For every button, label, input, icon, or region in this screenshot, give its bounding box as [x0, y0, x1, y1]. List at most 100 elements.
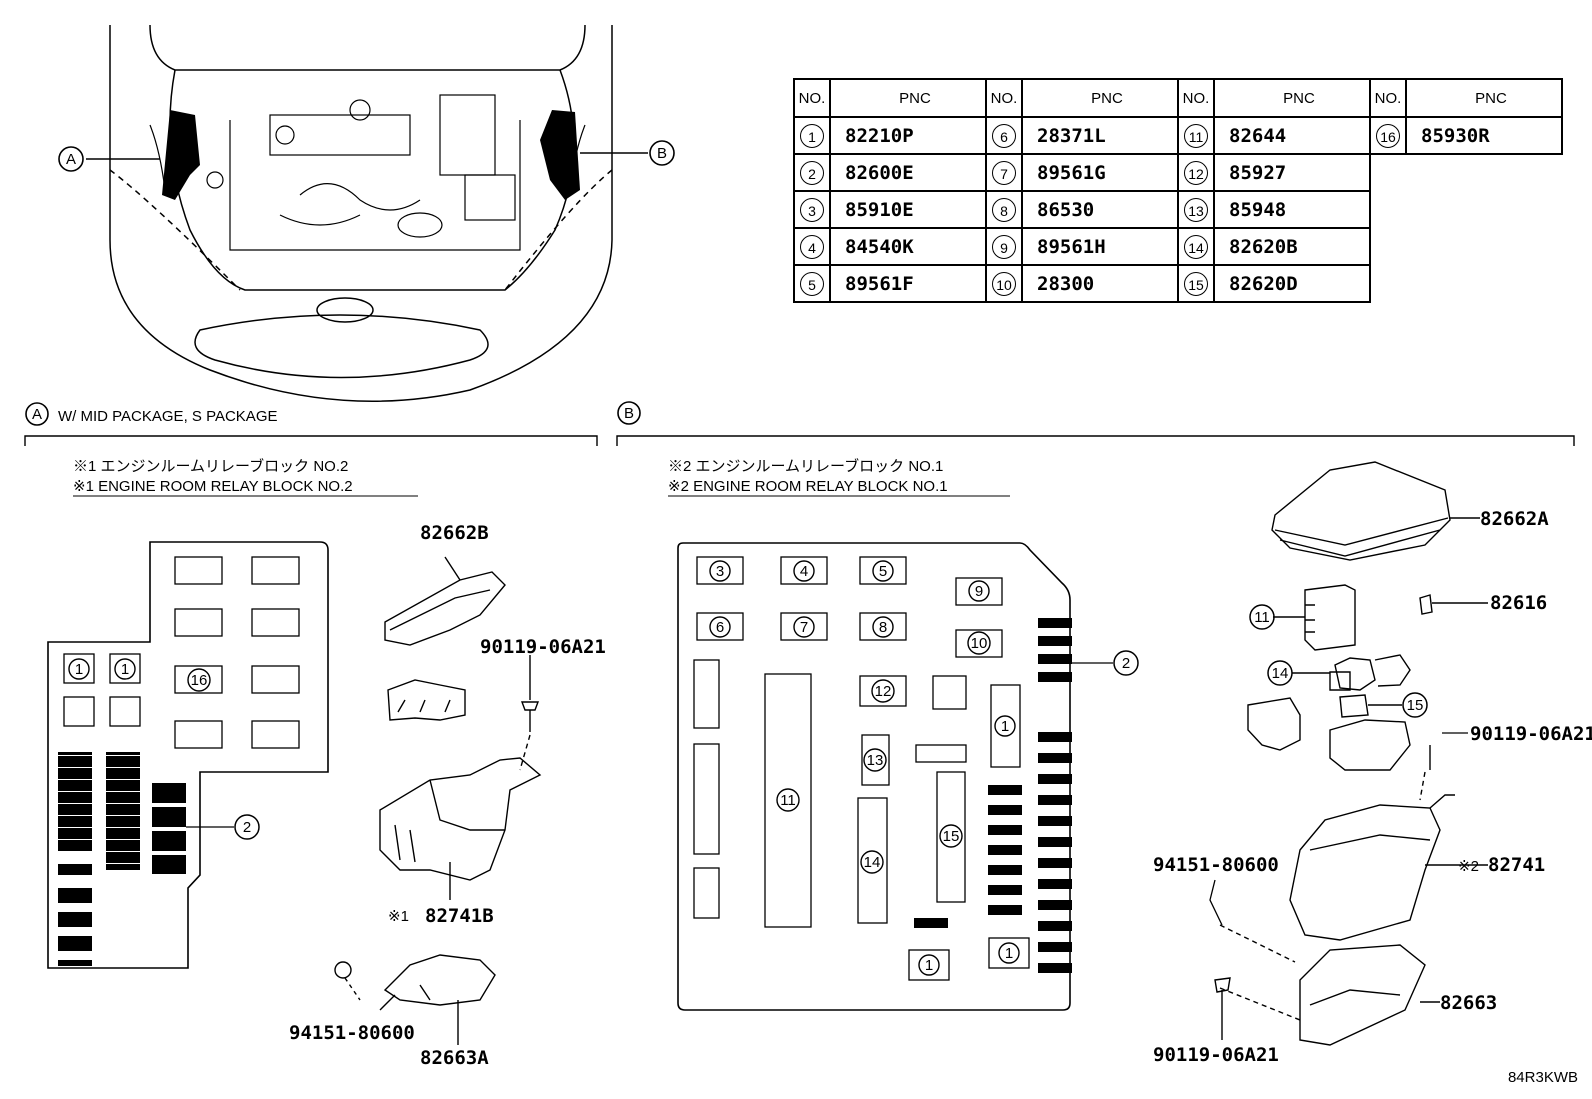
svg-text:3: 3 [716, 563, 724, 580]
item-16: 16 [187, 668, 211, 692]
item-10: 10 [967, 631, 991, 655]
label-82741: 82741 [1488, 854, 1545, 876]
item-number: 12 [1184, 160, 1208, 185]
svg-text:A: A [66, 151, 76, 168]
label-82662A: 82662A [1480, 508, 1549, 530]
header-no: NO. [1369, 78, 1407, 118]
item-12: 12 [871, 679, 895, 703]
header-pnc: PNC [1213, 78, 1371, 118]
relay-15-callout: 15 [1402, 692, 1428, 718]
section-b-caption-jp: ※2 エンジンルームリレーブロック NO.1 [668, 457, 943, 475]
relay-14-callout: 14 [1267, 660, 1293, 686]
section-a-title: W/ MID PACKAGE, S PACKAGE [58, 408, 278, 425]
item-7: 7 [793, 616, 815, 638]
svg-text:1: 1 [121, 661, 129, 678]
header-no: NO. [793, 78, 831, 118]
label-82662B: 82662B [420, 522, 489, 544]
label-b-clip: 94151-80600 [1153, 854, 1279, 876]
item-13: 13 [863, 748, 887, 772]
pnc-code: 89561G [1021, 153, 1179, 192]
relay-block-no1-layout: 3 4 5 9 6 7 8 10 2 12 1 11 13 15 14 1 1 [677, 542, 1139, 1011]
svg-text:15: 15 [1407, 697, 1424, 714]
relay-block-no2-layout: 1 1 16 2 [47, 541, 329, 969]
svg-text:10: 10 [971, 635, 988, 652]
header-pnc: PNC [1405, 78, 1563, 118]
item-number: 13 [1184, 197, 1208, 222]
svg-text:2: 2 [243, 819, 251, 836]
item-number: 7 [992, 160, 1016, 185]
item-number: 2 [800, 160, 824, 185]
relay-block-b-location [540, 110, 580, 200]
svg-text:11: 11 [1254, 609, 1270, 626]
pnc-code: 82620D [1213, 264, 1371, 303]
pnc-table: NO. PNC NO. PNC NO. PNC NO. PNC 1 82210P… [793, 78, 1563, 303]
pnc-table-header: NO. PNC NO. PNC NO. PNC NO. PNC [793, 78, 1563, 118]
item-number: 1 [800, 123, 824, 148]
item-number: 15 [1184, 271, 1208, 296]
pnc-code: 85910E [829, 190, 987, 229]
svg-text:15: 15 [943, 828, 960, 845]
section-b-caption-en: ※2 ENGINE ROOM RELAY BLOCK NO.1 [668, 478, 948, 495]
pnc-code: 85927 [1213, 153, 1371, 192]
pnc-code: 86530 [1021, 190, 1179, 229]
label-82741B: 82741B [425, 905, 494, 927]
header-pnc: PNC [1021, 78, 1179, 118]
svg-text:A: A [32, 406, 42, 423]
item-number: 11 [1184, 123, 1208, 148]
callout-a: A [58, 146, 84, 172]
header-no: NO. [1177, 78, 1215, 118]
svg-text:11: 11 [780, 792, 796, 809]
callout-b: B [649, 140, 675, 166]
item-number: 4 [800, 234, 824, 259]
svg-text:2: 2 [1122, 655, 1130, 672]
item-9: 9 [968, 580, 990, 602]
item-4: 4 [793, 560, 815, 582]
label-b-box-mark: ※2 [1458, 858, 1479, 875]
svg-text:B: B [624, 405, 634, 422]
svg-text:7: 7 [800, 619, 808, 636]
label-82663A: 82663A [420, 1047, 489, 1069]
item-2-a: 2 [234, 814, 260, 840]
svg-text:1: 1 [1001, 718, 1009, 735]
svg-text:14: 14 [864, 854, 881, 871]
table-row: 4 84540K 9 89561H 14 82620B [793, 227, 1562, 266]
pnc-code: 82620B [1213, 227, 1371, 266]
section-a-header: A W/ MID PACKAGE, S PACKAGE [24, 402, 598, 446]
svg-text:8: 8 [879, 619, 887, 636]
pnc-code: 28300 [1021, 264, 1179, 303]
item-number: 10 [992, 271, 1016, 296]
section-a-caption-jp: ※1 エンジンルームリレーブロック NO.2 [73, 457, 348, 475]
svg-text:14: 14 [1272, 665, 1289, 682]
pnc-code: 85948 [1213, 190, 1371, 229]
item-2-b: 2 [1113, 650, 1139, 676]
pnc-code: 89561H [1021, 227, 1179, 266]
parts-b [1209, 461, 1488, 1046]
section-a-caption-en: ※1 ENGINE ROOM RELAY BLOCK NO.2 [73, 478, 353, 495]
section-b-header: B [616, 401, 1575, 446]
table-row: 1 82210P 6 28371L 11 82644 16 85930R [793, 116, 1563, 155]
item-number: 3 [800, 197, 824, 222]
item-number: 9 [992, 234, 1016, 259]
label-b-bolt2: 90119-06A21 [1153, 1044, 1279, 1066]
item-14: 14 [860, 850, 884, 874]
label-a-bolt: 90119-06A21 [480, 636, 606, 658]
svg-text:6: 6 [716, 619, 724, 636]
svg-text:1: 1 [75, 661, 83, 678]
svg-text:1: 1 [925, 957, 933, 974]
item-8: 8 [872, 616, 894, 638]
item-11: 11 [776, 788, 800, 812]
svg-text:16: 16 [191, 672, 208, 689]
svg-text:B: B [657, 145, 667, 162]
vehicle-overview [109, 24, 613, 402]
label-82663: 82663 [1440, 992, 1497, 1014]
pnc-code: 82210P [829, 116, 987, 155]
item-3: 3 [709, 560, 731, 582]
parts-a [334, 556, 542, 1045]
item-number: 6 [992, 123, 1016, 148]
table-row: 5 89561F 10 28300 15 82620D [793, 264, 1562, 303]
item-number: 16 [1376, 123, 1400, 148]
svg-text:9: 9 [975, 583, 983, 600]
item-1-a: 1 [68, 658, 90, 680]
table-row: 3 85910E 8 86530 13 85948 [793, 190, 1562, 229]
svg-text:1: 1 [1005, 945, 1013, 962]
